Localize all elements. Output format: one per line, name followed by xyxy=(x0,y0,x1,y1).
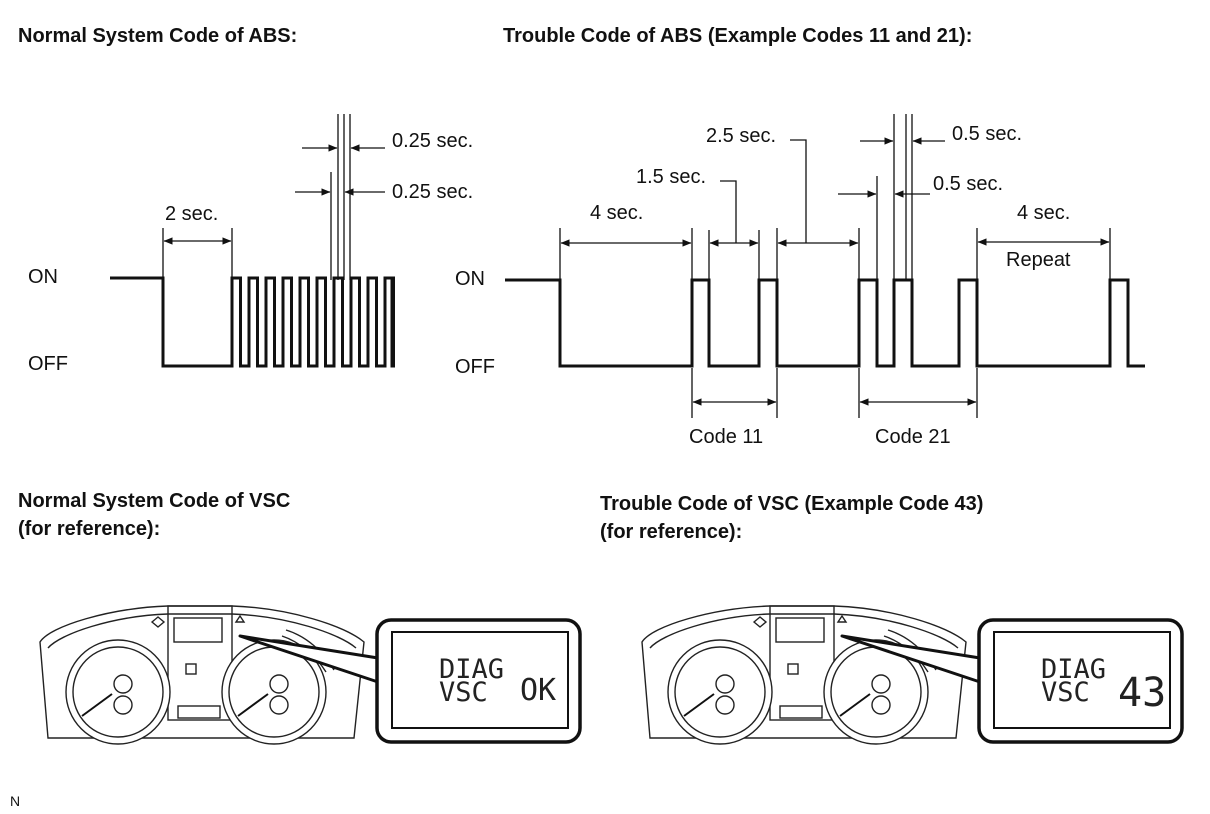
abs-trouble-signal-line xyxy=(505,278,1145,368)
vsc-normal-lcd xyxy=(391,631,569,729)
multi-display-screen xyxy=(173,617,223,643)
abs-trouble-repeat-label: Repeat xyxy=(1006,249,1071,271)
vsc-trouble-title-sub: (for reference): xyxy=(600,521,742,543)
vsc-trouble-value: 43 xyxy=(1118,670,1166,716)
abs-normal-waveform: ON OFF 2 sec. 0.25 sec. 0.25 sec. xyxy=(28,114,473,375)
vsc-trouble-line2: VSC xyxy=(1041,677,1090,708)
abs-trouble-waveform: ON OFF 4 sec. 1.5 sec. 2.5 sec. 0.5 sec.… xyxy=(455,114,1145,448)
abs-normal-pulse-off-duration: 0.25 sec. xyxy=(392,181,473,203)
instrument-cluster-trouble: DIAG VSC 43 xyxy=(641,605,1184,745)
vsc-normal-value: OK xyxy=(520,673,556,708)
code-21-label: Code 21 xyxy=(875,426,951,448)
vsc-normal-line1: DIAG xyxy=(439,654,504,685)
vsc-normal-line2: VSC xyxy=(439,677,488,708)
abs-trouble-initial-off: 4 sec. xyxy=(590,202,643,224)
vsc-trouble-title: Trouble Code of VSC (Example Code 43) xyxy=(600,493,983,515)
vsc-trouble-lcd xyxy=(993,631,1171,729)
abs-trouble-repeat-gap: 4 sec. xyxy=(1017,202,1070,224)
vsc-trouble-line1: DIAG xyxy=(1041,654,1106,685)
vsc-normal-title-sub: (for reference): xyxy=(18,518,160,540)
abs-trouble-pulse-on-b: 0.5 sec. xyxy=(933,173,1003,195)
abs-trouble-pulse-gap: 1.5 sec. xyxy=(636,166,706,188)
abs-normal-on-label: ON xyxy=(28,266,58,288)
multi-display-screen xyxy=(775,617,825,643)
abs-trouble-code-gap: 2.5 sec. xyxy=(706,125,776,147)
footer-mark: N xyxy=(10,793,20,809)
abs-trouble-on-label: ON xyxy=(455,268,485,290)
vsc-normal-title: Normal System Code of VSC xyxy=(18,490,290,512)
abs-trouble-pulse-on-a: 0.5 sec. xyxy=(952,123,1022,145)
abs-trouble-title: Trouble Code of ABS (Example Codes 11 an… xyxy=(503,25,972,47)
abs-normal-off-label: OFF xyxy=(28,353,68,375)
abs-normal-title: Normal System Code of ABS: xyxy=(18,25,297,47)
abs-normal-signal-line xyxy=(110,276,395,368)
abs-normal-off-duration: 2 sec. xyxy=(165,203,218,225)
instrument-cluster-normal: DIAG VSC OK xyxy=(39,605,582,745)
abs-trouble-off-label: OFF xyxy=(455,356,495,378)
abs-normal-pulse-on-duration: 0.25 sec. xyxy=(392,130,473,152)
code-11-label: Code 11 xyxy=(689,426,763,448)
